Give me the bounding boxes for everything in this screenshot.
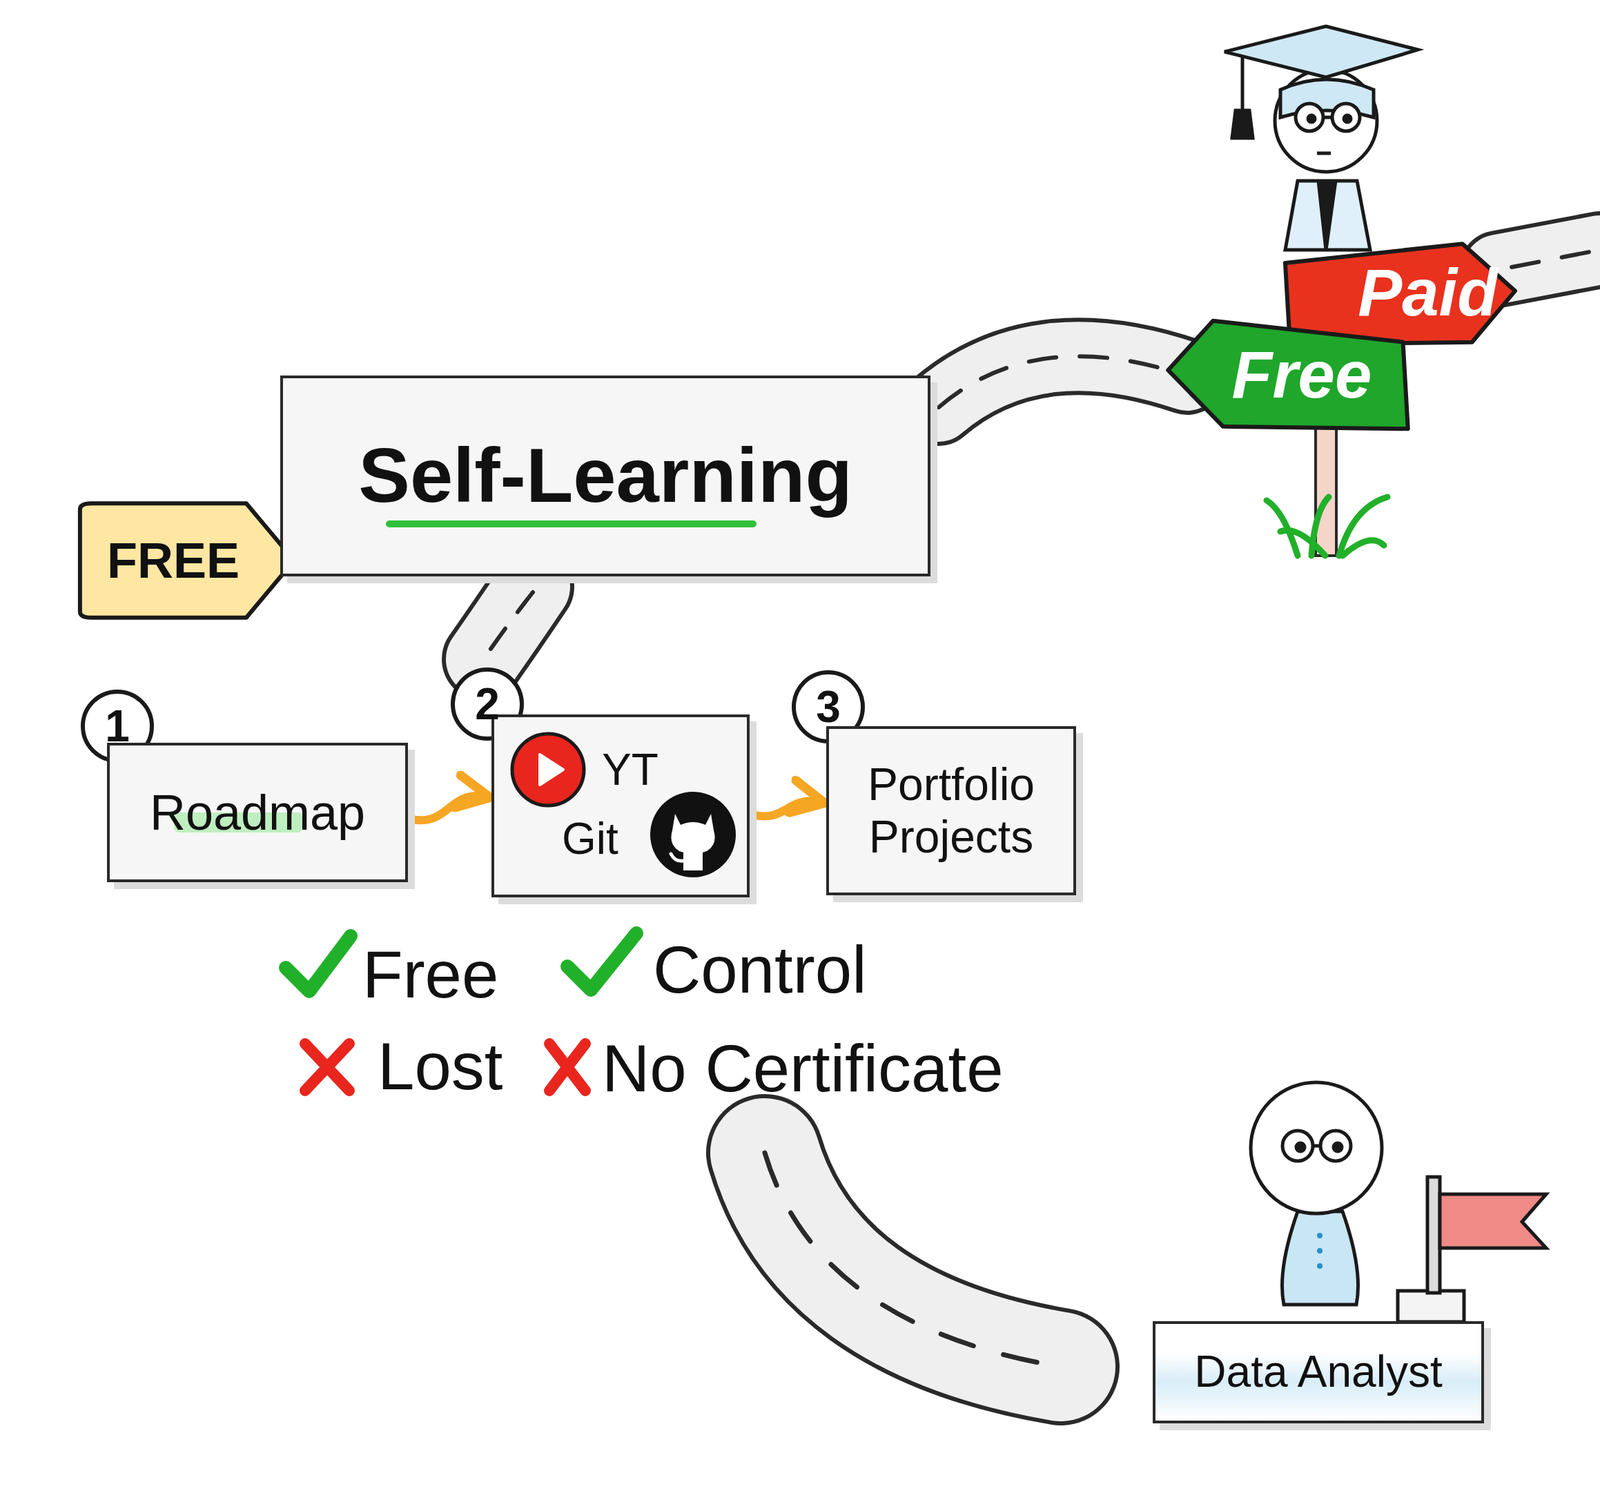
node-text: Paid [1357, 254, 1498, 331]
check-mark-part [567, 933, 637, 990]
node-text: Roadmap [149, 784, 366, 842]
node-text: Git [561, 813, 619, 865]
analyst-figure-part [1439, 1194, 1547, 1248]
youtube-icon-part [512, 733, 584, 806]
text-group: Portfolio Projects [847, 758, 1055, 864]
text-group: Roadmap [149, 784, 366, 842]
text-group: Data Analyst [1194, 1346, 1442, 1398]
step-box: YT Git [491, 714, 750, 898]
text-group: Paid [1357, 254, 1498, 331]
road-part [1497, 249, 1600, 270]
analyst-figure-part [1250, 1082, 1382, 1214]
road-part [1497, 249, 1600, 270]
analyst-figure-part [1333, 1143, 1342, 1152]
pro-note: Control [652, 933, 867, 1007]
road-part [938, 356, 1188, 408]
analyst-figure-part [1427, 1176, 1440, 1293]
graduate-figure-part [1241, 55, 1245, 111]
graduate-figure-part [1318, 180, 1336, 250]
graduate-figure-part [1285, 180, 1371, 250]
road-part [764, 1152, 1061, 1367]
road-part [485, 592, 533, 656]
node-text: FREE [106, 532, 240, 590]
graduate-figure-part [1295, 103, 1324, 132]
github-icon-part [670, 853, 684, 861]
analyst-figure-part [1282, 1211, 1359, 1305]
sign-right-fill [1285, 243, 1516, 345]
step-box: Roadmap [106, 742, 408, 883]
analyst-figure-part [1316, 1247, 1323, 1254]
analyst-figure-part [1320, 1130, 1351, 1162]
flow-arrow [753, 801, 821, 817]
road-part [483, 586, 533, 660]
check-mark-part [285, 935, 351, 992]
road-part [764, 1152, 1061, 1367]
con-note: Lost [377, 1029, 503, 1104]
youtube-icon [509, 730, 587, 809]
road-part [938, 356, 1188, 408]
analyst-figure [1250, 1082, 1547, 1322]
text-group: Self-Learning [358, 431, 853, 521]
github-icon-part [670, 813, 715, 871]
cross-mark-part [549, 1043, 586, 1091]
sign-pole-part [1266, 496, 1388, 556]
youtube-icon-part [539, 754, 564, 785]
node-text: Portfolio Projects [847, 758, 1055, 864]
sign-free: Free [1163, 316, 1413, 434]
analyst-figure-part [1316, 1263, 1323, 1269]
callout-number: 1 [104, 701, 130, 751]
road-part [938, 356, 1188, 408]
sign-left-fill [1167, 320, 1409, 429]
cross-mark-part [305, 1043, 350, 1091]
graduate-figure-part [1316, 117, 1333, 154]
green-underline [385, 520, 757, 528]
github-icon-part [650, 791, 736, 878]
analyst-figure-part [1397, 1290, 1465, 1322]
graduate-figure-part [1232, 110, 1253, 139]
graduate-figure-part [1343, 115, 1351, 123]
graduate-figure-part [1308, 115, 1315, 123]
con-note: No Certificate [601, 1031, 1004, 1106]
road-part [764, 1152, 1061, 1367]
callout-number: 3 [815, 682, 841, 731]
road-part [1511, 249, 1600, 268]
road-part [483, 586, 533, 660]
callout-number: 2 [474, 679, 500, 729]
analyst-figure-part [1312, 1144, 1321, 1148]
price-tag: FREE [73, 499, 301, 622]
title-box: Self-Learning [280, 375, 931, 577]
tag-fill [80, 503, 295, 618]
graduate-figure [1224, 26, 1418, 250]
node-text: YT [601, 744, 659, 796]
analyst-figure-part [1316, 1232, 1323, 1239]
analyst-figure-part [1296, 1143, 1305, 1152]
text-group: Free [1232, 336, 1373, 413]
node-text: Data Analyst [1194, 1346, 1442, 1398]
node-text: Self-Learning [358, 431, 853, 521]
step-box: Portfolio Projects [826, 726, 1077, 896]
flow-arrow [412, 795, 486, 821]
pro-note: Free [362, 938, 499, 1012]
graduate-figure-part [1224, 26, 1418, 78]
graduate-figure-part [1332, 103, 1360, 132]
node-text: Free [1232, 336, 1373, 413]
text-group: FREE [106, 532, 240, 590]
analyst-figure-part [1282, 1130, 1313, 1162]
github-icon [647, 788, 739, 881]
graduate-figure-part [1274, 69, 1378, 172]
goal-box: Data Analyst [1152, 1321, 1485, 1424]
